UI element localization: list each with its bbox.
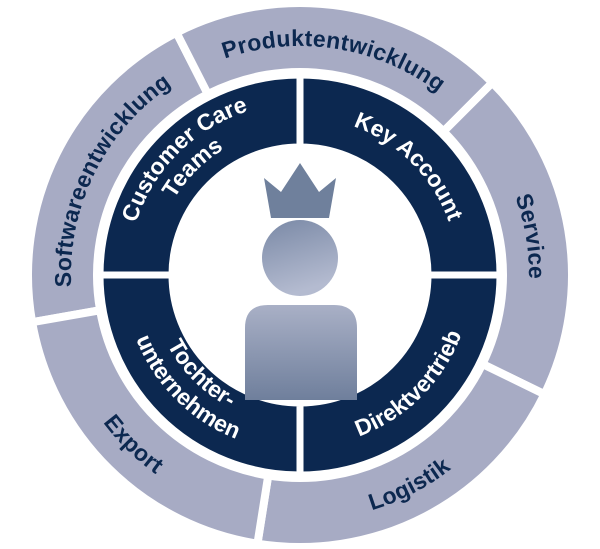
outer-segment-produktentwicklung: Produktentwicklung (171, 0, 498, 138)
person-with-crown-icon (245, 163, 357, 400)
person-head (262, 220, 338, 296)
inner-segment-shape (296, 271, 504, 479)
crown-icon (264, 163, 336, 218)
outer-segment-export: Export (27, 305, 273, 549)
inner-segment-shape (296, 71, 504, 279)
inner-segment-shape (96, 71, 304, 279)
inner-segment-shape (96, 271, 304, 479)
person-body (245, 305, 357, 400)
